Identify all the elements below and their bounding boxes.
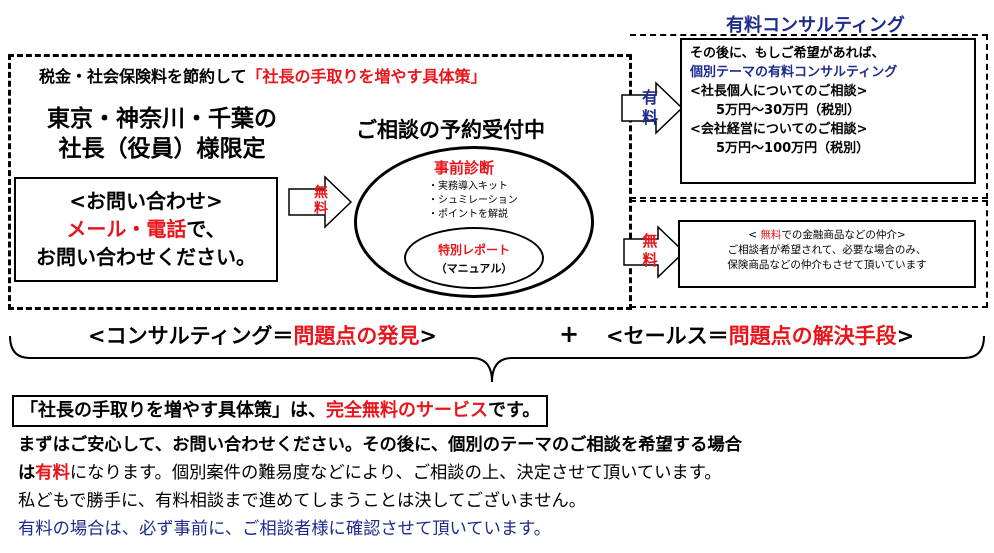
paid-dashed-frame <box>630 34 988 199</box>
summary-line-2a: は <box>18 463 36 483</box>
consult-line-3: <社長個人についてのご相談> <box>690 84 868 99</box>
pre-diagnosis-ellipse <box>354 146 594 298</box>
special-report-title: 特別レポート <box>437 243 510 257</box>
top-headline-red: 「社長の手取りを増やす具体策」 <box>246 67 487 86</box>
summary-line-4: 有料の場合は、必ず事前に、ご相談者様に確認させて頂いています。 <box>18 519 551 539</box>
summary-line-3: 私どもで勝手に、有料相談まで進めてしまうことは決してございません。 <box>18 491 587 511</box>
summary-box: 「社長の手取りを増やす具体策」は、完全無料のサービスです。 <box>12 395 549 427</box>
paid-arrow-char-2: 料 <box>641 108 658 127</box>
formula-right-red: 問題点の解決手段 <box>728 324 897 348</box>
consult-line-6: 5万円〜100万円（税別） <box>716 141 870 156</box>
consult-line-4: 5万円〜30万円（税別） <box>716 103 861 118</box>
inquiry-instruction: お問い合わせください。 <box>36 245 256 269</box>
summary-box-red: 完全無料のサービス <box>326 400 488 421</box>
diag-item-1: ・実務導入キット <box>428 181 508 192</box>
pre-diagnosis-list: ・実務導入キット ・シュミレーション ・ポイントを解説 <box>428 180 518 222</box>
summary-paragraphs: まずはご安心して、お問い合わせください。その後に、個別のテーマのご相談を希望する… <box>18 431 742 543</box>
consult-line-5: <会社経営についてのご相談> <box>690 122 868 137</box>
summary-box-prefix: 「社長の手取りを増やす具体策」は、 <box>20 400 326 421</box>
formula-right-suffix: > <box>896 324 915 348</box>
formula-left-suffix: > <box>419 324 437 348</box>
formula-right-prefix: <セールス＝ <box>606 324 729 348</box>
agency-box: < 無料での金融商品などの仲介> ご相談者が希望されて、必要な場合のみ、 保険商… <box>678 220 976 288</box>
special-report-sub: （マニュアル） <box>435 262 513 275</box>
region-text: 東京・神奈川・千葉の 社長（役員）様限定 <box>28 104 296 164</box>
paid-consulting-title: 有料コンサルティング <box>726 15 905 36</box>
diag-item-2: ・シュミレーション <box>428 195 518 206</box>
consult-line-2: 個別テーマの有料コンサルティング <box>690 65 898 80</box>
top-headline-prefix: 税金・社会保険料を節約して <box>39 67 247 86</box>
free2-arrow-char-1: 無 <box>642 232 658 250</box>
inquiry-contact-methods: メール・電話 <box>66 217 187 241</box>
formula-plus: + <box>559 320 580 348</box>
formula-left: <コンサルティング＝問題点の発見> <box>88 320 437 350</box>
brace-icon <box>9 335 985 383</box>
paid-arrow-label: 有 料 <box>640 88 660 128</box>
diag-item-3: ・ポイントを解説 <box>428 209 508 220</box>
agency-free-word: 無料 <box>760 229 782 241</box>
summary-line-2c: になります。個別案件の難易度などにより、ご相談の上、決定させて頂いています。 <box>69 463 722 483</box>
free-arrow-right-icon-2 <box>623 225 686 279</box>
agency-line-1-rest: での金融商品などの仲介> <box>781 229 906 241</box>
inquiry-heading: <お問い合わせ> <box>69 189 223 213</box>
free2-arrow-char-2: 料 <box>642 251 658 269</box>
pre-diagnosis-title: 事前診断 <box>434 159 495 177</box>
formula-left-red: 問題点の発見 <box>293 324 420 348</box>
free-arrow-char-1: 無 <box>314 185 328 201</box>
free-arrow-right-icon <box>288 175 353 229</box>
agency-dashed-frame <box>630 200 988 308</box>
agency-line-3: 保険商品などの仲介もさせて頂いています <box>727 259 927 271</box>
agency-line-2: ご相談者が希望されて、必要な場合のみ、 <box>727 244 927 256</box>
free-arrow-char-2: 料 <box>314 201 328 217</box>
free-arrow-label: 無 料 <box>311 185 331 217</box>
region-line-2: 社長（役員）様限定 <box>58 136 266 162</box>
paid-arrow-char-1: 有 <box>641 88 658 107</box>
summary-line-1: まずはご安心して、お問い合わせください。その後に、個別のテーマのご相談を希望する… <box>18 435 742 455</box>
formula-right: <セールス＝問題点の解決手段> <box>606 320 914 350</box>
paid-consulting-box: その後に、もしご希望があれば、 個別テーマの有料コンサルティング <社長個人につ… <box>680 38 976 184</box>
inquiry-contact-suffix: で、 <box>186 217 226 241</box>
summary-box-suffix: です。 <box>488 400 541 421</box>
consult-line-1: その後に、もしご希望があれば、 <box>690 46 885 61</box>
top-headline: 税金・社会保険料を節約して「社長の手取りを増やす具体策」 <box>35 63 491 87</box>
main-dashed-frame <box>8 54 632 310</box>
summary-line-2-red: 有料 <box>35 463 70 483</box>
paid-arrow-right-icon <box>621 81 684 135</box>
free-arrow-label-2: 無 料 <box>640 232 660 270</box>
formula-left-prefix: <コンサルティング＝ <box>88 324 294 348</box>
region-line-1: 東京・神奈川・千葉の <box>47 106 277 132</box>
inquiry-box: <お問い合わせ> メール・電話で、 お問い合わせください。 <box>14 177 278 282</box>
agency-line-1-prefix: < <box>748 229 761 241</box>
special-report-ellipse: 特別レポート （マニュアル） <box>404 227 544 289</box>
reservation-text: ご相談の予約受付中 <box>356 118 545 142</box>
